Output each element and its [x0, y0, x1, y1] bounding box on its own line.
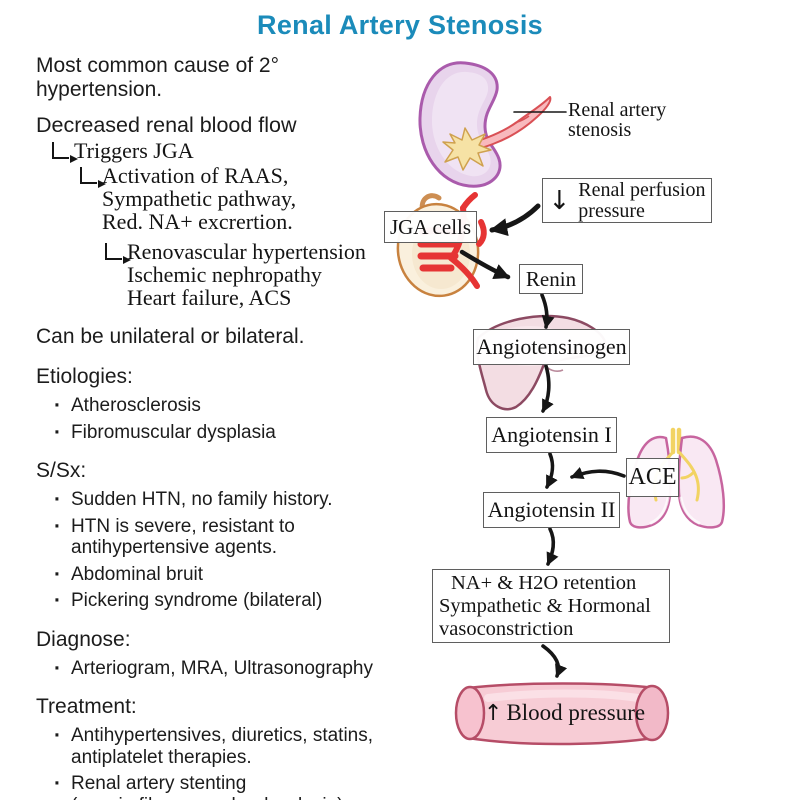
arrow-angiotensin-i-to-angiotensin-ii — [545, 452, 558, 489]
cascade-line: Red. NA+ excrertion. — [102, 209, 293, 234]
arrow-perfusion-to-jga — [489, 203, 541, 237]
jga-illustration — [396, 192, 487, 298]
page-title: Renal Artery Stenosis — [257, 10, 543, 40]
bullet-line: Antihypertensives, diuretics, statins, — [71, 725, 374, 746]
flow-box-effects: NA+ & H2O retention Sympathetic & Hormon… — [432, 569, 670, 643]
bullet-line: antihypertensive agents. — [71, 537, 277, 558]
blood-pressure-text: Blood pressure — [506, 700, 646, 725]
cascade-line: Ischemic nephropathy — [127, 262, 322, 287]
flow-box-renal-perfusion: ↓ Renal perfusion pressure — [542, 178, 712, 223]
bullet-lines: Antihypertensives, diuretics, statins, a… — [71, 725, 373, 768]
bullet-item: Renal artery stenting (esp. in fibromusc… — [54, 773, 411, 800]
bullet-line: antiplatelet therapies. — [71, 746, 252, 768]
bullet-line: Renal artery stenting — [71, 773, 247, 794]
bullet-line: Arteriogram, MRA, Ultrasonography — [71, 657, 373, 679]
arrow-effects-to-vessel — [541, 644, 568, 678]
flow-box-angiotensin-i: Angiotensin I — [486, 417, 617, 453]
bullet-line: Abdominal bruit — [71, 563, 204, 585]
blood-pressure-label: ↑ Blood pressure — [484, 700, 645, 726]
bullet-item: Fibromuscular dysplasia — [54, 422, 411, 444]
bullet-item: Antihypertensives, diuretics, statins, a… — [54, 725, 411, 768]
section-treatment: Treatment: Antihypertensives, diuretics,… — [36, 695, 411, 800]
flow-box-jga-cells: JGA cells — [384, 211, 477, 243]
cascade-level-3: Renovascular hypertension Ischemic nephr… — [105, 240, 411, 309]
bullet-item: Arteriogram, MRA, Ultrasonography — [54, 658, 411, 680]
cascade-text: Renovascular hypertension Ischemic nephr… — [127, 240, 366, 309]
effects-line: NA+ & H2O retention — [451, 571, 637, 594]
bullet-lines: Renal artery stenting (esp. in fibromusc… — [71, 773, 343, 800]
stenosis-label: Renal artery stenosis — [568, 100, 666, 140]
effects-line: Sympathetic & Hormonal — [439, 594, 651, 617]
kidney-illustration — [418, 61, 552, 188]
bullet-line: Sudden HTN, no family history. — [71, 489, 333, 510]
branch-arrow-icon — [52, 142, 78, 163]
section-heading: Treatment: — [36, 695, 137, 718]
up-arrow-icon: ↑ — [484, 700, 503, 726]
flow-box-label: Angiotensin II — [487, 497, 616, 522]
renal-pelvis-shape — [442, 127, 492, 171]
stenosis-label-line: Renal artery — [568, 99, 667, 121]
section-signs-symptoms: S/Sx: Sudden HTN, no family history. HTN… — [36, 459, 411, 612]
notes-column: Most common cause of 2° hypertension. De… — [36, 54, 411, 800]
bullet-line: Fibromuscular dysplasia — [71, 421, 276, 443]
flow-box-label: Angiotensin I — [491, 422, 612, 447]
laterality-note: Can be unilateral or bilateral. — [36, 325, 305, 348]
bullet-item: Atherosclerosis — [54, 395, 411, 417]
intro-text: Most common cause of 2° hypertension. — [36, 54, 279, 101]
flow-box-label: Angiotensinogen — [476, 334, 627, 359]
bullet-item: Abdominal bruit — [54, 564, 411, 586]
cascade-root: Decreased renal blood flow — [36, 113, 297, 137]
branch-arrow-icon — [80, 167, 106, 188]
effects-line: vasoconstriction — [439, 617, 574, 640]
bullet-lines: HTN is severe, resistant to antihyperten… — [71, 516, 295, 559]
bullet-item: HTN is severe, resistant to antihyperten… — [54, 516, 411, 559]
perfusion-line: Renal perfusion — [578, 179, 706, 201]
flow-box-angiotensinogen: Angiotensinogen — [473, 329, 630, 365]
cascade-text: Activation of RAAS, Sympathetic pathway,… — [102, 164, 296, 233]
cascade-line: Activation of RAAS, — [102, 163, 289, 188]
bullet-item: Pickering syndrome (bilateral) — [54, 590, 411, 612]
flow-box-angiotensin-ii: Angiotensin II — [483, 492, 620, 528]
flow-box-renin: Renin — [519, 264, 583, 294]
raas-cascade: Decreased renal blood flow Triggers JGA … — [36, 113, 411, 309]
arrow-angiotensin-ii-to-effects — [546, 527, 559, 566]
cascade-line: Sympathetic pathway, — [102, 186, 297, 211]
stenosis-label-line: stenosis — [568, 119, 632, 141]
section-heading: Etiologies: — [36, 365, 133, 388]
perfusion-line: pressure — [578, 199, 645, 222]
bullet-item: Sudden HTN, no family history. — [54, 489, 411, 511]
section-heading: S/Sx: — [36, 459, 87, 482]
bullet-line: (esp. in fibromuscular dysplasia) — [71, 795, 343, 800]
cascade-text: Triggers JGA — [74, 138, 194, 163]
section-etiologies: Etiologies: Atherosclerosis Fibromuscula… — [36, 365, 411, 443]
section-diagnose: Diagnose: Arteriogram, MRA, Ultrasonogra… — [36, 628, 411, 680]
cascade-line: Heart failure, ACS — [127, 285, 292, 310]
cascade-level-1: Triggers JGA — [52, 138, 411, 163]
section-heading: Diagnose: — [36, 627, 131, 651]
flow-box-label: ACE — [628, 464, 677, 490]
flow-box-label: Renin — [525, 266, 577, 291]
cascade-level-2: Activation of RAAS, Sympathetic pathway,… — [80, 164, 411, 233]
bullet-line: Pickering syndrome (bilateral) — [71, 590, 323, 611]
branch-arrow-icon — [105, 243, 131, 264]
flow-box-label: JGA cells — [389, 214, 472, 239]
blood-vessel-illustration — [454, 682, 670, 746]
flow-box-ace: ACE — [626, 458, 679, 497]
bullet-line: HTN is severe, resistant to — [71, 515, 295, 537]
down-arrow-icon: ↓ — [548, 185, 571, 216]
cascade-line: Renovascular hypertension — [127, 239, 366, 264]
bullet-line: Atherosclerosis — [71, 395, 201, 416]
